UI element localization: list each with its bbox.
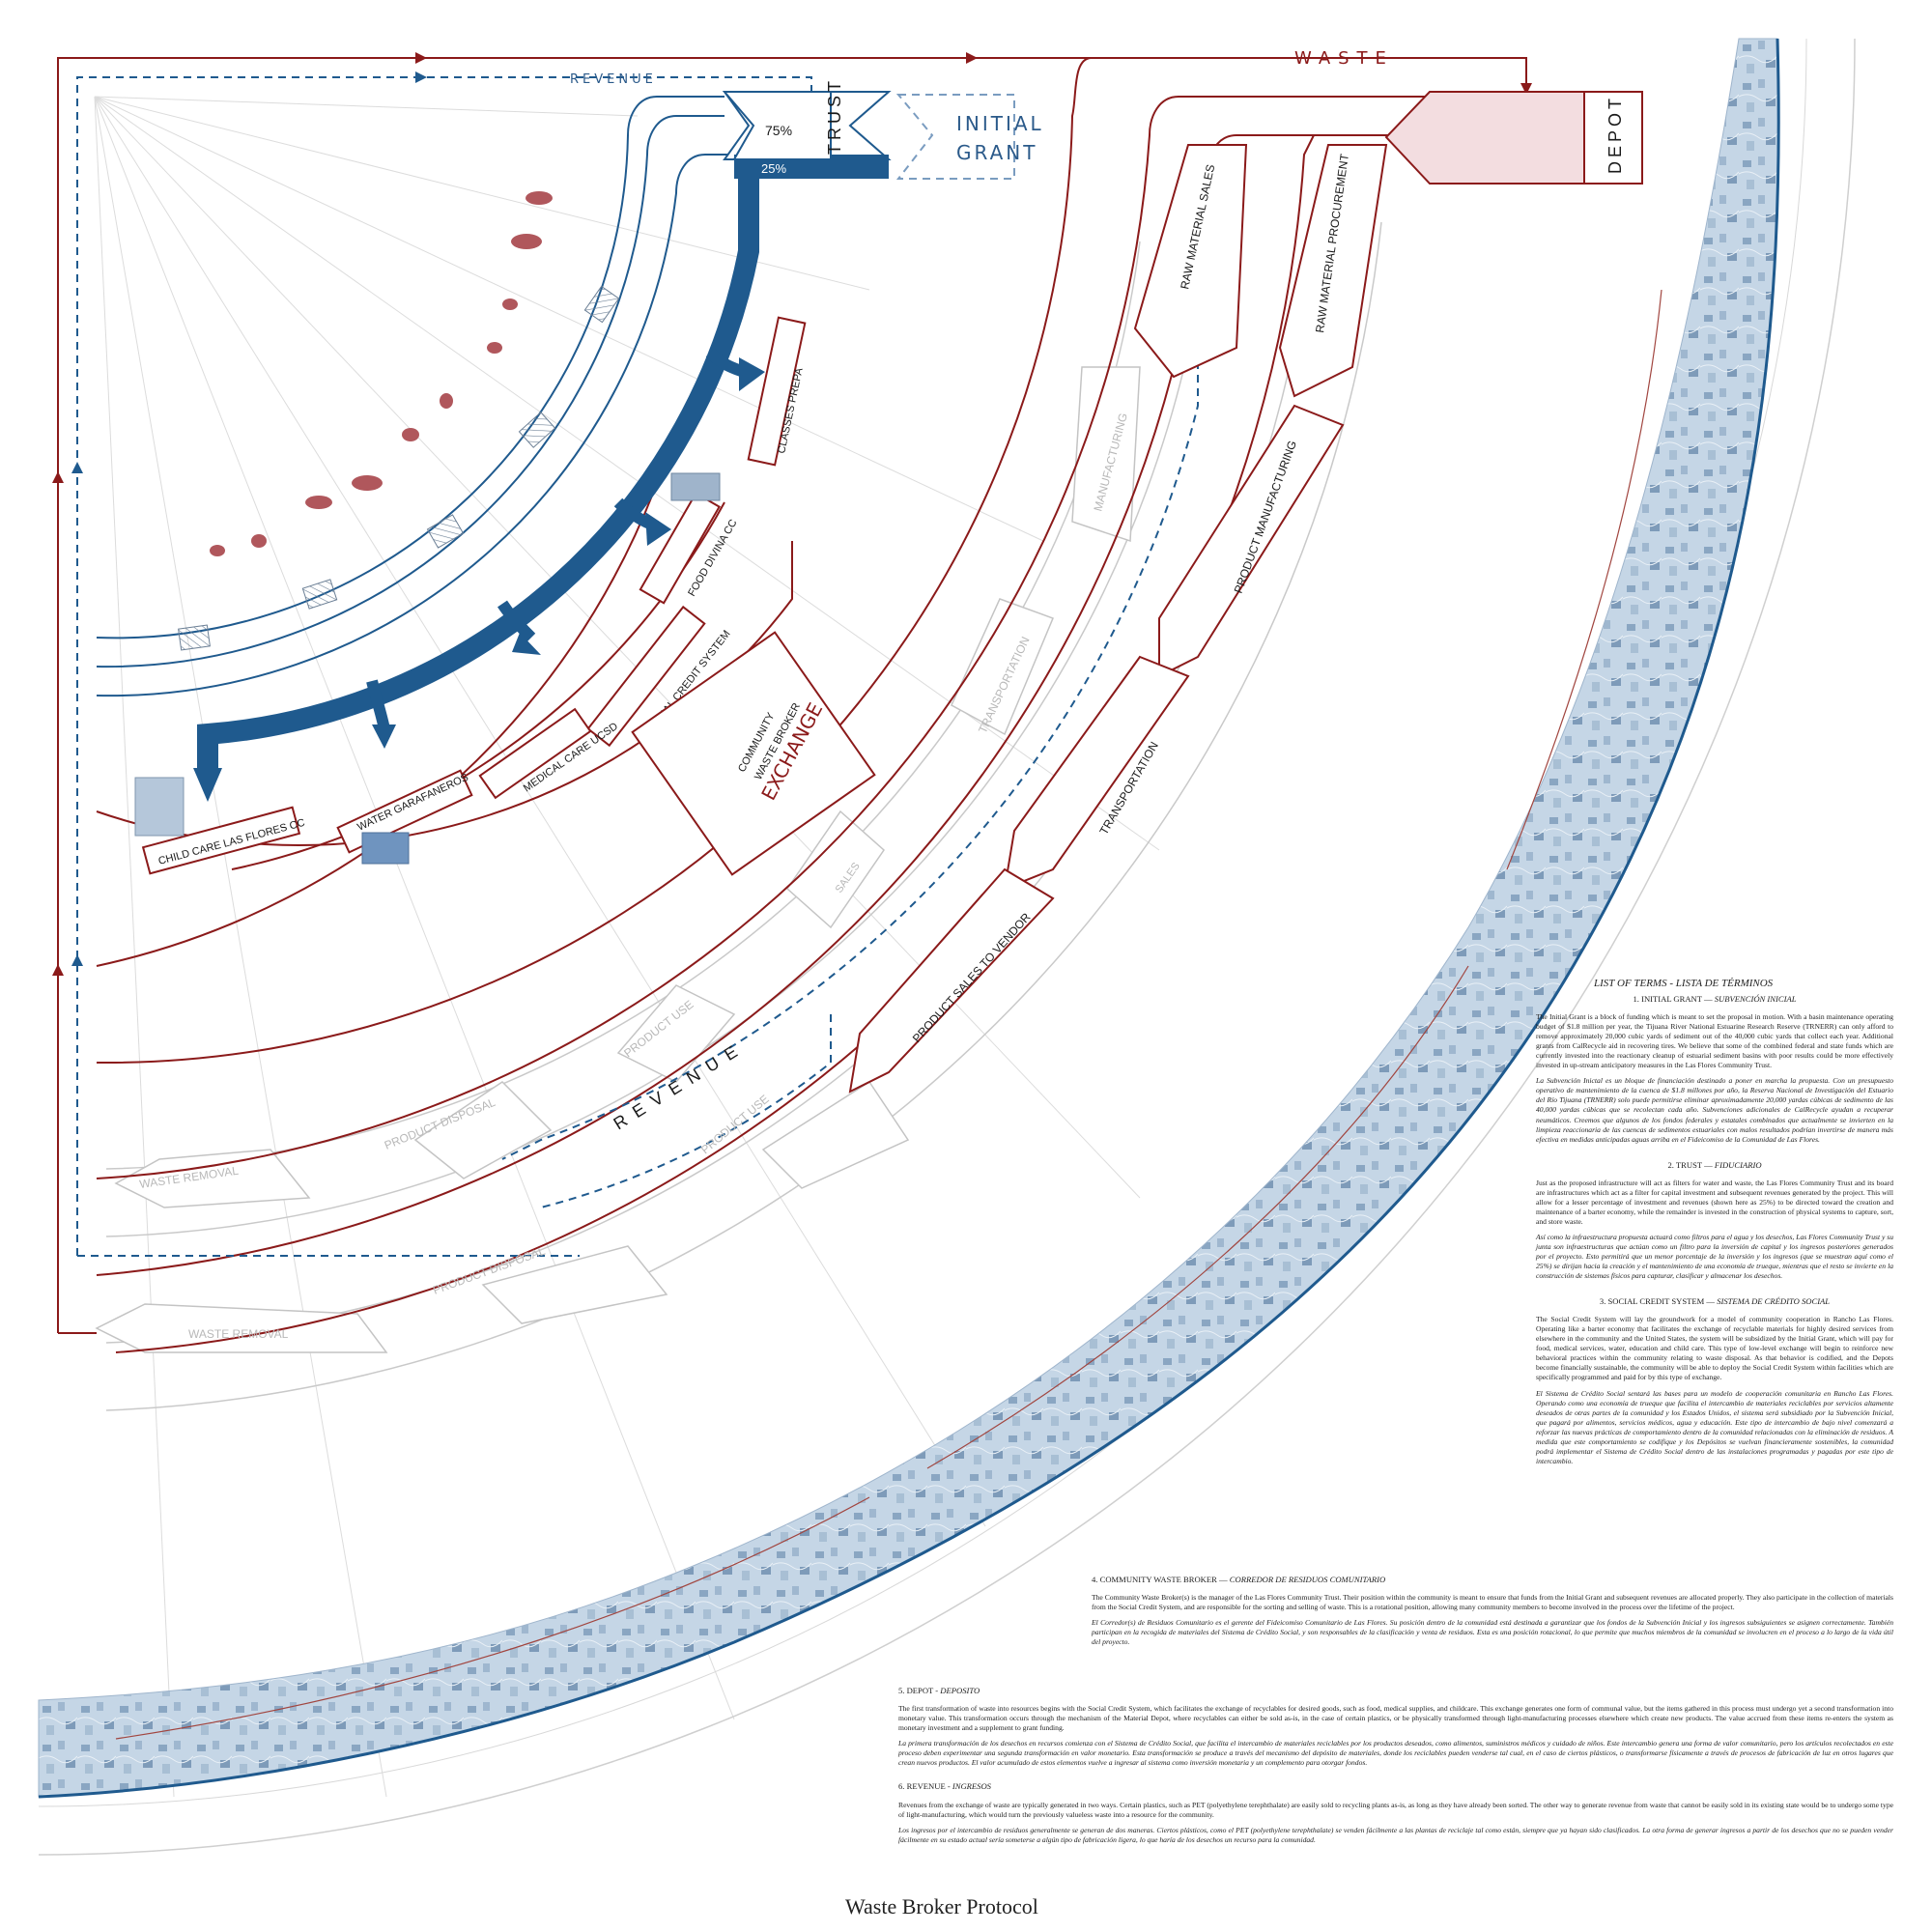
grey-chevron-arrows xyxy=(95,366,1141,1353)
terrain-edge-outer xyxy=(38,38,1780,1799)
waste-top-label: WASTE xyxy=(1294,48,1394,69)
hatched-filters xyxy=(178,285,620,651)
list-of-terms-title: LIST OF TERMS - LISTA DE TÉRMINOS xyxy=(1594,978,1774,989)
terms-panel: 1. INITIAL GRANT — SUBVENCIÓN INICIAL Th… xyxy=(1536,980,1893,1482)
term-5-heading: 5. DEPOT - DEPOSITO xyxy=(898,1686,980,1695)
childcare-building-icon xyxy=(134,777,185,837)
red-process-arrows xyxy=(848,144,1388,1094)
radial-guides xyxy=(94,96,1160,1798)
waste-removal-label-2: WASTE REMOVAL xyxy=(188,1327,289,1341)
grant-label: GRANT xyxy=(956,141,1037,164)
term-3-es: El Sistema de Crédito Social sentará las… xyxy=(1536,1388,1893,1465)
term-2-es: Así como la infraestructura propuesta ac… xyxy=(1536,1232,1893,1281)
trust-distribution-arc xyxy=(197,169,759,773)
food-truck-icon xyxy=(670,472,721,501)
pile-icon xyxy=(526,191,553,205)
revenue-top-label: REVENUE xyxy=(570,72,657,87)
term-1-en: The Initial Grant is a block of funding … xyxy=(1536,1012,1893,1070)
term-4-es: El Corredor(s) de Residuos Comunitario e… xyxy=(1092,1618,1893,1647)
initial-grant-node: INITIAL GRANT xyxy=(895,94,1044,180)
term-6-es: Los ingresos por el intercambio de resid… xyxy=(898,1825,1893,1844)
trust-node: 75% 25% TRUST xyxy=(722,77,892,179)
term-4-heading: 4. COMMUNITY WASTE BROKER — CORREDOR DE … xyxy=(1092,1575,1386,1584)
tire-icon xyxy=(502,298,518,310)
tire-icon xyxy=(210,545,225,556)
terms-panel-wide-2: 5. DEPOT - DEPOSITO The first transforma… xyxy=(898,1676,1893,1859)
terms-panel-wide-1: 4. COMMUNITY WASTE BROKER — CORREDOR DE … xyxy=(1092,1565,1893,1661)
blue-thin-arcs xyxy=(96,96,734,697)
term-4-en: The Community Waste Broker(s) is the man… xyxy=(1092,1593,1893,1612)
terrain-creeks xyxy=(115,289,1662,1740)
term-5-es: La primera transformación de los desecho… xyxy=(898,1739,1893,1768)
tire-icon xyxy=(402,428,419,441)
trust-branch-heads xyxy=(193,357,765,802)
page-title: Waste Broker Protocol xyxy=(845,1894,1038,1918)
recyclable-icons xyxy=(210,191,553,556)
building-icons xyxy=(134,472,721,865)
revenue-dashed-loop xyxy=(76,76,1199,1257)
pile-icon xyxy=(305,496,332,509)
pile-icon xyxy=(511,234,542,249)
term-1-es: La Subvención Inictal es un bloque de fi… xyxy=(1536,1076,1893,1144)
term-3-heading: 3. SOCIAL CREDIT SYSTEM — SISTEMA DE CRÉ… xyxy=(1599,1296,1831,1307)
service-boxes xyxy=(141,316,807,875)
term-5-en: The first transformation of waste into r… xyxy=(898,1704,1893,1733)
bottle-icon xyxy=(440,393,453,409)
outer-frame-arc xyxy=(38,38,1856,1856)
term-2-en: Just as the proposed infrastructure will… xyxy=(1536,1178,1893,1226)
initial-label: INITIAL xyxy=(956,112,1044,135)
pct-25-label: 25% xyxy=(761,161,786,176)
depot-node: DEPOT xyxy=(1384,91,1643,185)
pct-75-label: 75% xyxy=(765,123,792,138)
term-2-heading: 2. TRUST — FIDUCIARIO xyxy=(1667,1159,1762,1170)
tire-icon xyxy=(487,342,502,354)
product-use-label-2: PRODUCT USE xyxy=(698,1093,772,1157)
term-3-en: The Social Credit System will lay the gr… xyxy=(1536,1315,1893,1382)
water-building-icon xyxy=(361,832,410,865)
term-1-heading: 1. INITIAL GRANT — SUBVENCIÓN INICIAL xyxy=(1633,994,1797,1004)
term-6-en: Revenues from the exchange of waste are … xyxy=(898,1800,1893,1819)
exchange-node: COMMUNITY WASTE BROKER EXCHANGE xyxy=(631,631,876,876)
trust-label: TRUST xyxy=(825,77,844,155)
red-arrow-heads xyxy=(52,52,1532,976)
depot-label: DEPOT xyxy=(1605,95,1625,174)
bottle-icon xyxy=(251,534,267,548)
term-6-heading: 6. REVENUE - INGRESOS xyxy=(898,1781,991,1792)
terrain-band xyxy=(38,38,1779,1798)
pile-icon xyxy=(352,475,383,491)
